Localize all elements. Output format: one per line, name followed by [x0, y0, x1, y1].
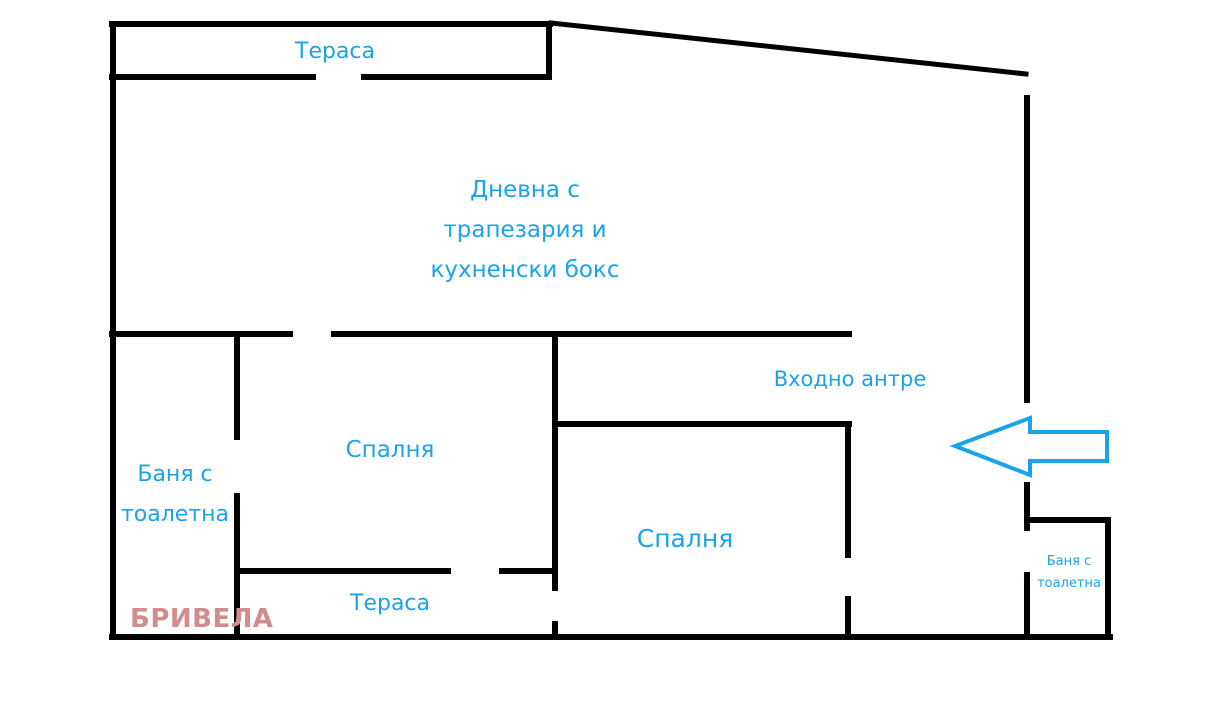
- room-label-living-line3: кухненски бокс: [430, 257, 620, 283]
- room-label-living-line2: трапезария и: [443, 217, 607, 243]
- room-label-bathroom-right: Баня с тоалетна: [1028, 551, 1110, 595]
- arrow-left-icon: [949, 415, 1109, 478]
- room-label-bathroom-right-line2: тоалетна: [1037, 576, 1101, 591]
- room-label-terrace-bottom: Тераса: [350, 591, 430, 616]
- walls: [109, 20, 1113, 640]
- room-label-terrace-top: Тераса: [295, 39, 375, 64]
- room-label-bedroom-2: Спалня: [636, 524, 734, 553]
- room-label-bathroom-left-line2: тоалетна: [120, 502, 230, 527]
- room-label-bathroom-left-line1: Баня с: [137, 462, 213, 487]
- room-label-living-line1: Дневна с: [470, 177, 580, 203]
- room-label-bathroom-left: Баня с тоалетна: [110, 455, 240, 535]
- wall-sloped-top: [548, 20, 1029, 77]
- watermark-brivela: БРИВЕЛА: [130, 604, 274, 634]
- room-label-bathroom-right-line1: Баня с: [1046, 554, 1092, 569]
- room-label-bedroom-1: Спалня: [345, 437, 435, 463]
- room-label-living: Дневна с трапезария и кухненски бокс: [395, 170, 655, 290]
- room-label-entrance-hall: Входно антре: [773, 367, 927, 391]
